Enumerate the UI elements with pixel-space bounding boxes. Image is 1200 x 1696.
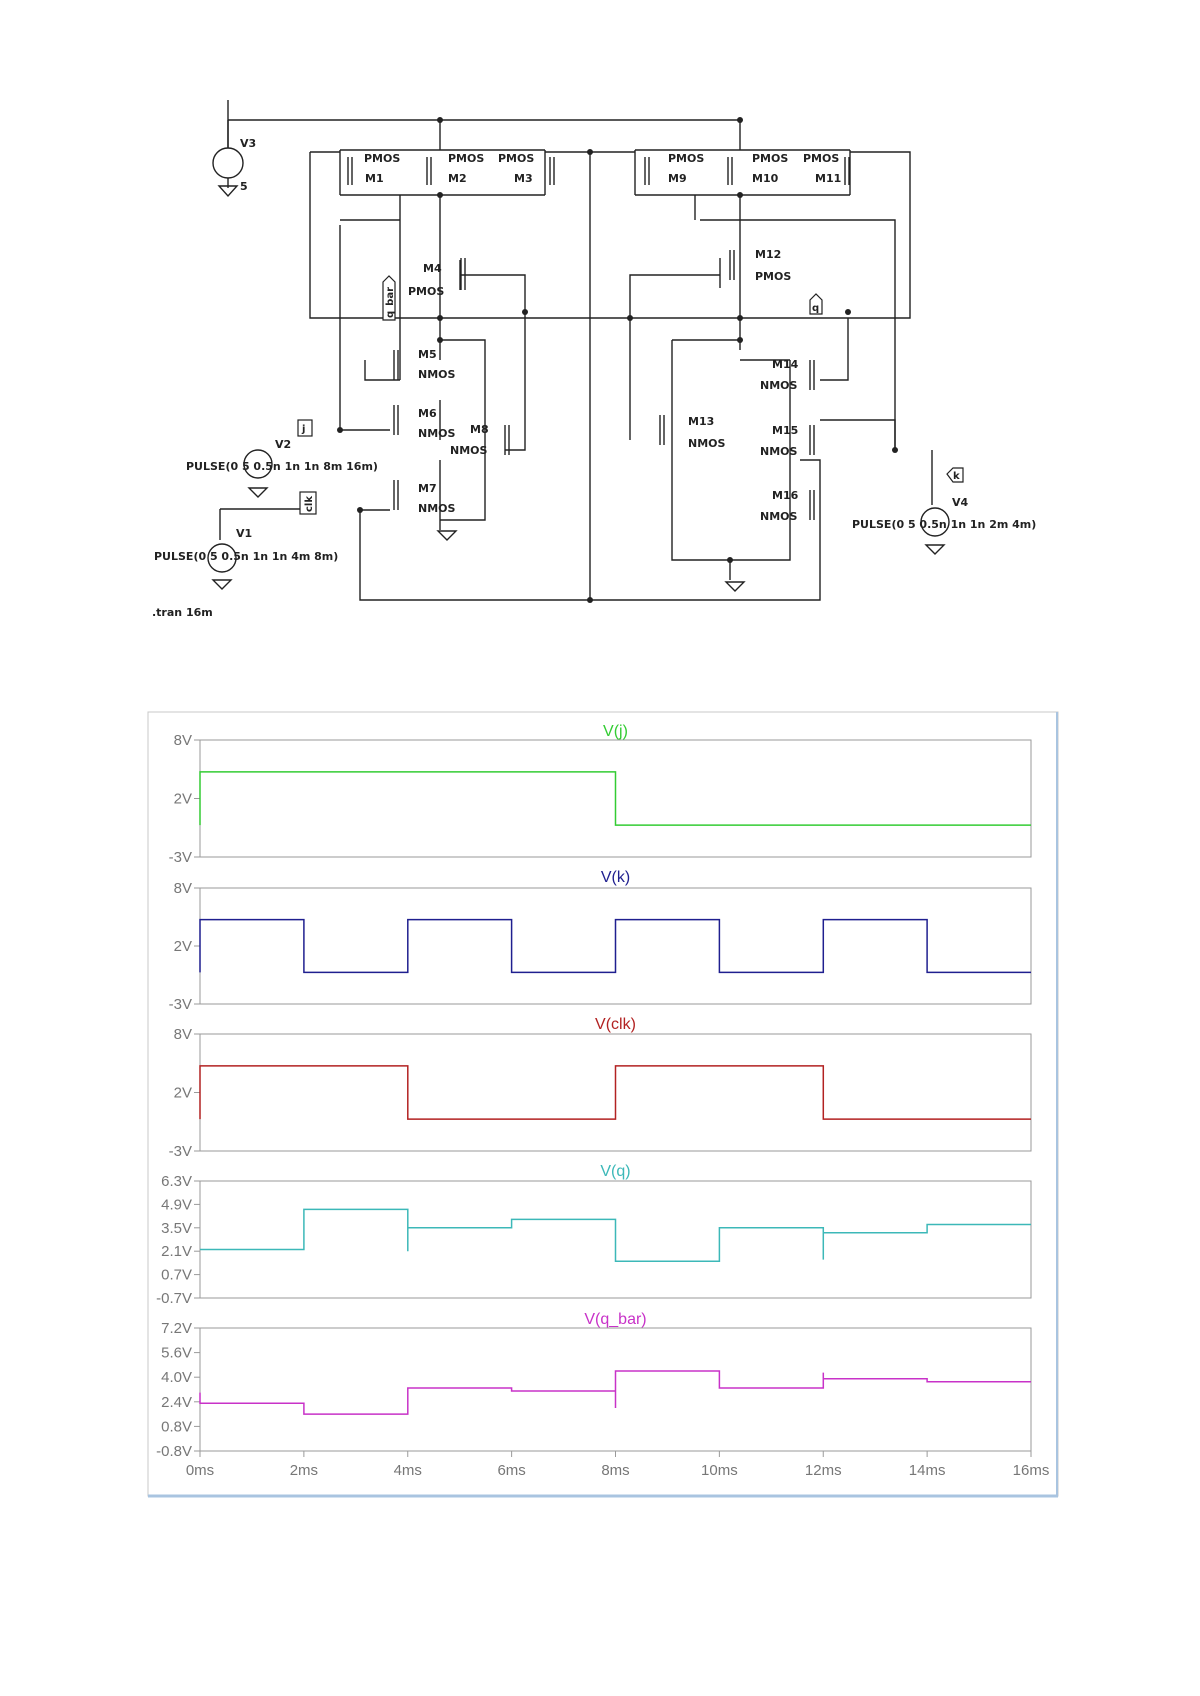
v2-name: V2: [275, 438, 291, 451]
x-tick-label: 14ms: [909, 1462, 946, 1479]
x-tick-label: 2ms: [290, 1462, 318, 1479]
m14-name: M14: [772, 358, 799, 371]
x-tick-label: 12ms: [805, 1462, 842, 1479]
m11-name: M11: [815, 172, 841, 185]
m14-type: NMOS: [760, 379, 798, 392]
plot-title-v-clk: V(clk): [595, 1016, 636, 1033]
x-tick-label: 6ms: [497, 1462, 525, 1479]
y-tick-label: 8V: [174, 1026, 192, 1043]
y-tick-label: -3V: [169, 996, 192, 1013]
m3-type: PMOS: [498, 152, 534, 165]
x-tick-label: 10ms: [701, 1462, 738, 1479]
m7-name: M7: [418, 482, 437, 495]
y-tick-label: 8V: [174, 732, 192, 749]
y-tick-label: 2V: [174, 938, 192, 955]
m5-type: NMOS: [418, 368, 456, 381]
trace-v-k: [199, 918, 1031, 974]
y-tick-label: 0.7V: [161, 1267, 192, 1284]
trace-v-q: [200, 1208, 1031, 1262]
y-tick-label: 6.3V: [161, 1173, 192, 1190]
y-tick-label: 4.0V: [161, 1369, 192, 1386]
net-label-clk: clk: [304, 496, 315, 512]
plot-pane-v-q: [199, 1180, 1032, 1299]
m2-type: PMOS: [448, 152, 484, 165]
m8-type: NMOS: [450, 444, 488, 457]
m15-name: M15: [772, 424, 798, 437]
m10-type: PMOS: [752, 152, 788, 165]
v2-value: PULSE(0 5 0.5n 1n 1n 8m 16m): [186, 460, 378, 473]
y-tick-label: -0.8V: [156, 1443, 192, 1460]
m10-name: M10: [752, 172, 779, 185]
m12-name: M12: [755, 248, 781, 261]
m11-type: PMOS: [803, 152, 839, 165]
v3-name: V3: [240, 137, 256, 150]
plot-title-v-j: V(j): [603, 723, 628, 740]
m13-name: M13: [688, 415, 714, 428]
net-label-q-bar: q_bar: [385, 287, 396, 318]
m5-name: M5: [418, 348, 437, 361]
y-tick-label: -3V: [169, 849, 192, 866]
m13-type: NMOS: [688, 437, 726, 450]
trace-v-clk: [199, 1065, 1031, 1120]
y-tick-label: 0.8V: [161, 1418, 192, 1435]
trace-v-j: [199, 771, 1031, 826]
m2-name: M2: [448, 172, 467, 185]
net-label-q: q: [812, 303, 819, 314]
v1-value: PULSE(0 5 0.5n 1n 1n 4m 8m): [154, 550, 338, 563]
y-tick-label: 2V: [174, 1085, 192, 1102]
m8-name: M8: [470, 423, 489, 436]
y-tick-label: 8V: [174, 880, 192, 897]
v4-value: PULSE(0 5 0.5n 1n 1n 2m 4m): [852, 518, 1036, 531]
v3-value: 5: [240, 180, 248, 193]
y-tick-label: 3.5V: [161, 1220, 192, 1237]
y-tick-label: 2.4V: [161, 1394, 192, 1411]
y-tick-label: 2.1V: [161, 1243, 192, 1260]
m9-type: PMOS: [668, 152, 704, 165]
net-label-j: j: [301, 424, 305, 435]
spice-directive: .tran 16m: [152, 606, 213, 619]
m12-type: PMOS: [755, 270, 791, 283]
circuit-schematic: V3 5 V2 PULSE(0 5 0.5n 1n 1n 8m 16m) V1 …: [152, 100, 1036, 619]
trace-v-q-bar: [199, 1370, 1031, 1415]
y-tick-label: -0.7V: [156, 1290, 192, 1307]
m7-type: NMOS: [418, 502, 456, 515]
v4-name: V4: [952, 496, 969, 509]
v1-name: V1: [236, 527, 252, 540]
plot-title-v-q-bar: V(q_bar): [584, 1311, 646, 1328]
m4-name: M4: [423, 262, 442, 275]
x-tick-label: 8ms: [601, 1462, 629, 1479]
m3-name: M3: [514, 172, 533, 185]
plot-title-v-q: V(q): [600, 1163, 630, 1180]
m1-name: M1: [365, 172, 384, 185]
m16-type: NMOS: [760, 510, 798, 523]
m16-name: M16: [772, 489, 799, 502]
m1-type: PMOS: [364, 152, 400, 165]
x-tick-label: 0ms: [186, 1462, 214, 1479]
m4-type: PMOS: [408, 285, 444, 298]
m9-name: M9: [668, 172, 687, 185]
y-tick-label: 5.6V: [161, 1345, 192, 1362]
y-tick-label: 4.9V: [161, 1196, 192, 1213]
x-tick-label: 16ms: [1013, 1462, 1050, 1479]
plot-window-frame: [147, 711, 1059, 1497]
m15-type: NMOS: [760, 445, 798, 458]
m6-name: M6: [418, 407, 437, 420]
y-tick-label: -3V: [169, 1143, 192, 1160]
x-tick-label: 4ms: [394, 1462, 422, 1479]
y-tick-label: 2V: [174, 791, 192, 808]
m6-type: NMOS: [418, 427, 456, 440]
plot-title-v-k: V(k): [601, 869, 630, 886]
y-tick-label: 7.2V: [161, 1320, 192, 1337]
net-label-k: k: [953, 471, 960, 482]
